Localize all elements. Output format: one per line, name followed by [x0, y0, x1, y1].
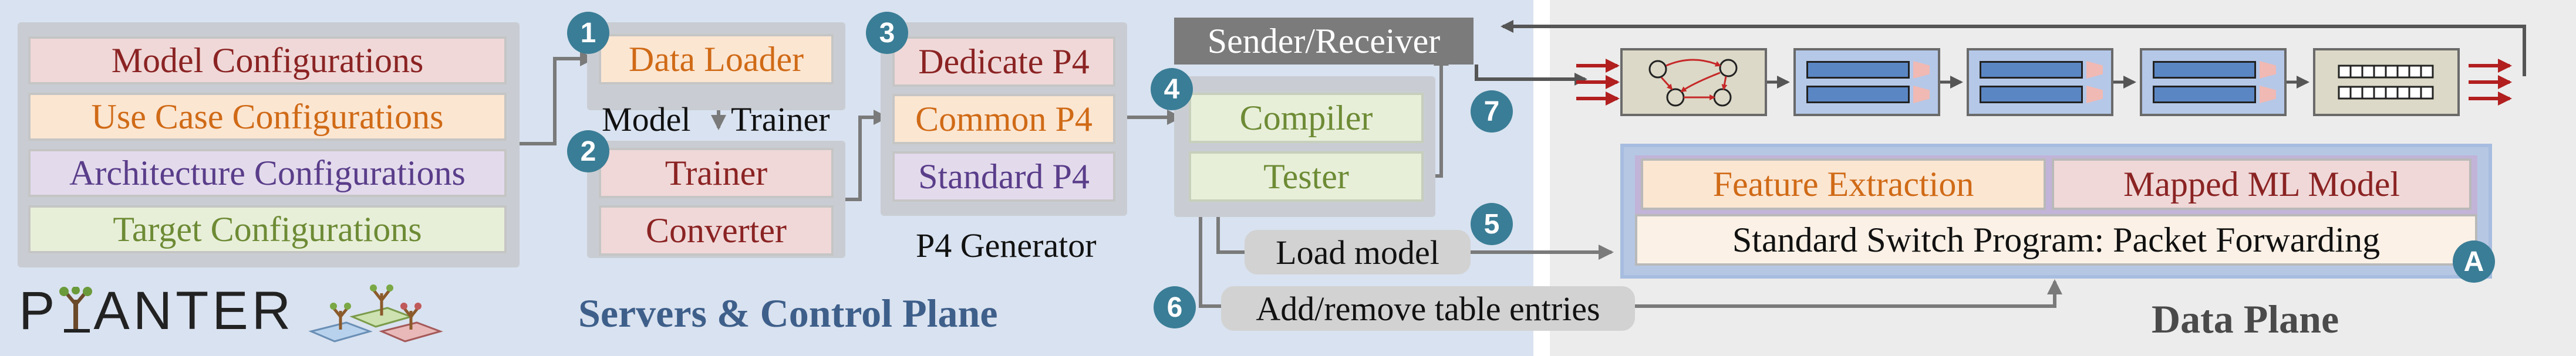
match-action-stage-2 — [1967, 48, 2113, 116]
action-1a-icon — [1913, 61, 1930, 79]
target-configurations: Target Configurations — [28, 205, 507, 253]
converter-box: Converter — [599, 205, 834, 256]
standard-switch-program-box: Standard Switch Program: Packet Forwardi… — [1635, 214, 2477, 266]
sender-receiver-box: Sender/Receiver — [1174, 18, 1474, 65]
switch-badge-a: A — [2453, 240, 2495, 283]
planter-planters-icon — [308, 284, 443, 343]
match-action-stage-1 — [1793, 48, 1940, 116]
action-2a-icon — [2086, 61, 2103, 79]
common-p4-box: Common P4 — [892, 94, 1115, 144]
step-7-badge: 7 — [1471, 90, 1513, 133]
logo-text-pre: P — [19, 281, 59, 341]
mapped-ml-model-box: Mapped ML Model — [2052, 158, 2472, 210]
right-section-title: Data Plane — [2152, 297, 2339, 341]
standard-p4-box: Standard P4 — [892, 151, 1115, 202]
dedicate-p4-box: Dedicate P4 — [892, 36, 1115, 87]
action-3a-icon — [2260, 61, 2276, 79]
step-2-badge: 2 — [567, 130, 609, 172]
table-entries-label: Add/remove table entries — [1221, 286, 1635, 331]
tester-box: Tester — [1189, 151, 1424, 202]
step-1-badge: 1 — [567, 12, 609, 54]
parser-stage — [1620, 48, 1767, 116]
step-6-badge: 6 — [1154, 286, 1196, 328]
action-1b-icon — [1913, 86, 1930, 103]
trainer-label: Trainer — [731, 100, 830, 138]
table-1a-icon — [1806, 61, 1910, 79]
model-configurations: Model Configurations — [28, 36, 507, 84]
use-case-configurations: Use Case Configurations — [28, 93, 507, 141]
parser-state-machine-icon — [1648, 59, 1738, 107]
action-2b-icon — [2086, 86, 2103, 103]
table-3a-icon — [2153, 61, 2256, 79]
trainer-box: Trainer — [599, 148, 834, 198]
load-model-label: Load model — [1245, 230, 1471, 274]
step-3-badge: 3 — [866, 12, 908, 54]
table-2a-icon — [1980, 61, 2083, 79]
table-2b-icon — [1980, 86, 2083, 103]
table-3b-icon — [2153, 86, 2256, 103]
deparser-stage — [2313, 48, 2460, 116]
buffer-queue-icon — [2338, 65, 2434, 100]
planter-logo: P ANTER — [19, 280, 294, 342]
left-section-title: Servers & Control Plane — [578, 291, 998, 335]
architecture-configurations: Architecture Configurations — [28, 149, 507, 197]
step-5-badge: 5 — [1471, 203, 1513, 245]
match-action-stage-3 — [2140, 48, 2287, 116]
tree-letter-l-icon — [59, 286, 93, 333]
step-4-badge: 4 — [1151, 68, 1193, 110]
logo-text-post: ANTER — [93, 281, 295, 341]
feature-extraction-box: Feature Extraction — [1641, 158, 2046, 210]
action-3b-icon — [2260, 86, 2276, 103]
p4-generator-caption: P4 Generator — [916, 226, 1097, 265]
table-1b-icon — [1806, 86, 1910, 103]
compiler-box: Compiler — [1189, 93, 1424, 143]
data-loader-box: Data Loader — [599, 34, 834, 84]
model-label: Model — [602, 100, 691, 138]
